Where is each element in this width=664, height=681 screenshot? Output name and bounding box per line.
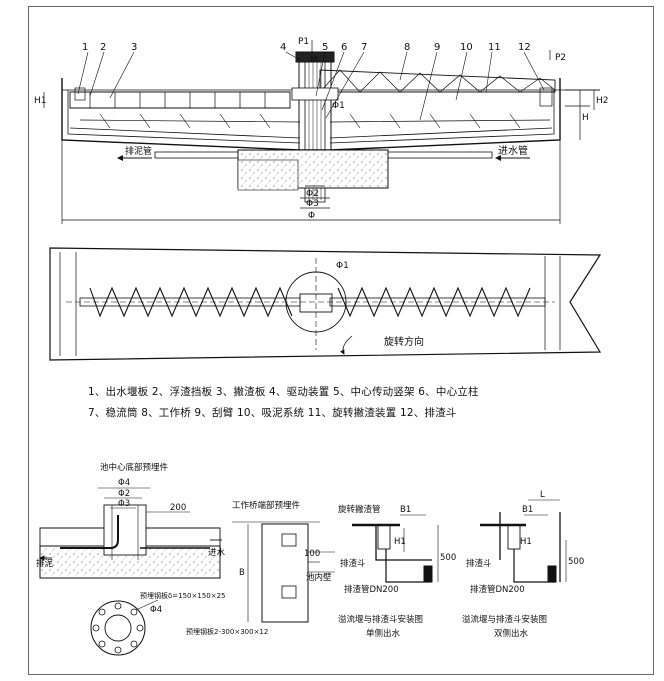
dim-phi: Φ xyxy=(308,211,315,221)
single-h1: H1 xyxy=(394,537,406,547)
double-sub: 双侧出水 xyxy=(494,628,529,639)
detail-bridge-end-text: 工作桥端部预埋件 B 100 池内壁 预埋钢板2-300×300×12 xyxy=(186,500,332,636)
bridge-title: 工作桥端部预埋件 xyxy=(232,500,301,511)
rotation-direction: 旋转方向 xyxy=(384,335,424,348)
force-p1: P1 xyxy=(298,37,309,47)
dim-h: H xyxy=(582,113,589,123)
callout-10: 10 xyxy=(460,42,473,53)
dim-phi2: Φ2 xyxy=(306,189,319,199)
single-sub: 单侧出水 xyxy=(366,628,401,639)
callout-11: 11 xyxy=(488,42,501,53)
outer-border xyxy=(28,6,654,675)
detail-single-weir-text: 旋转撇渣管 B1 H1 500 排渣斗 排渣管DN200 溢流堰与排渣斗安装图 … xyxy=(338,504,456,639)
detail-double-weir xyxy=(480,499,567,583)
bridge-plate: 预埋钢板2-300×300×12 xyxy=(186,627,268,636)
dim-h2: H2 xyxy=(596,96,609,106)
callout-1: 1 xyxy=(82,42,88,53)
embed-inlet: 进水 xyxy=(208,547,226,558)
single-b1: B1 xyxy=(400,505,411,515)
double-hopper: 排渣斗 xyxy=(466,558,492,569)
callout-leaders xyxy=(77,51,545,121)
detail-single-weir xyxy=(352,514,439,583)
single-hopper: 排渣斗 xyxy=(340,558,366,569)
section-text: P1 P2 M H1 H H2 Φ1 Φ2 Φ3 Φ 排泥管 进水管 xyxy=(34,37,609,221)
detail-center-embed xyxy=(39,487,222,656)
embed-phi2: Φ2 xyxy=(118,489,130,499)
callout-6: 6 xyxy=(341,42,347,53)
center-foundation-lower xyxy=(237,159,299,191)
section-dimensions xyxy=(43,40,600,224)
single-dim500: 500 xyxy=(440,553,456,563)
label-drain-pipe: 排泥管 xyxy=(125,145,152,157)
double-title: 溢流堰与排渣斗安装图 xyxy=(462,614,547,625)
detail-double-weir-text: L B1 H1 500 排渣斗 排渣管DN200 溢流堰与排渣斗安装图 双侧出水 xyxy=(462,490,584,639)
force-p2: P2 xyxy=(555,53,566,63)
moment-m: M xyxy=(310,55,318,65)
detail-center-embed-text: 池中心底部预埋件 Φ4 Φ2 Φ3 200 排泥 进水 预埋钢板δ=150×15… xyxy=(36,462,226,615)
embed-plate: 预埋钢板δ=150×150×25 xyxy=(140,591,226,600)
plan-phi1: Φ1 xyxy=(336,261,349,271)
embed-dim200: 200 xyxy=(170,503,186,513)
bridge-wall: 池内壁 xyxy=(306,572,332,583)
callout-7: 7 xyxy=(361,42,367,53)
embed-phi4-flange: Φ4 xyxy=(150,605,162,615)
label-inlet-pipe: 进水管 xyxy=(498,144,528,157)
single-pipe: 旋转撇渣管 xyxy=(338,504,381,515)
embed-title: 池中心底部预埋件 xyxy=(100,462,169,473)
embed-drain: 排泥 xyxy=(36,558,54,569)
embed-phi4: Φ4 xyxy=(118,478,130,488)
dim-phi1-top: Φ1 xyxy=(332,101,345,111)
single-drainpipe: 排渣管DN200 xyxy=(344,584,399,595)
callout-9: 9 xyxy=(434,42,440,53)
callout-2: 2 xyxy=(100,42,106,53)
dim-phi3: Φ3 xyxy=(306,199,319,209)
callout-4: 4 xyxy=(280,42,286,53)
double-drainpipe: 排渣管DN200 xyxy=(470,584,525,595)
double-l: L xyxy=(540,490,545,500)
callout-12: 12 xyxy=(518,42,531,53)
single-title: 溢流堰与排渣斗安装图 xyxy=(338,614,423,625)
embed-phi3: Φ3 xyxy=(118,499,130,509)
double-dim500: 500 xyxy=(568,557,584,567)
plan-view xyxy=(49,247,602,361)
legend-line-2: 7、稳流筒 8、工作桥 9、刮臂 10、吸泥系统 11、旋转撇渣装置 12、排渣… xyxy=(88,407,457,419)
dim-h1: H1 xyxy=(34,96,47,106)
bridge-b: B xyxy=(239,568,245,578)
callout-labels: 1 2 3 4 5 6 7 8 9 10 11 12 xyxy=(82,42,531,53)
bridge-dim100: 100 xyxy=(304,549,320,559)
detail-bridge-end xyxy=(232,521,335,623)
double-h1: H1 xyxy=(520,537,532,547)
legend-line-1: 1、出水堰板 2、浮渣挡板 3、撇渣板 4、驱动装置 5、中心传动竖架 6、中心… xyxy=(88,386,479,398)
callout-5: 5 xyxy=(322,42,328,53)
callout-3: 3 xyxy=(131,42,137,53)
callout-8: 8 xyxy=(404,42,410,53)
double-b1: B1 xyxy=(522,505,533,515)
section-view xyxy=(61,51,600,203)
